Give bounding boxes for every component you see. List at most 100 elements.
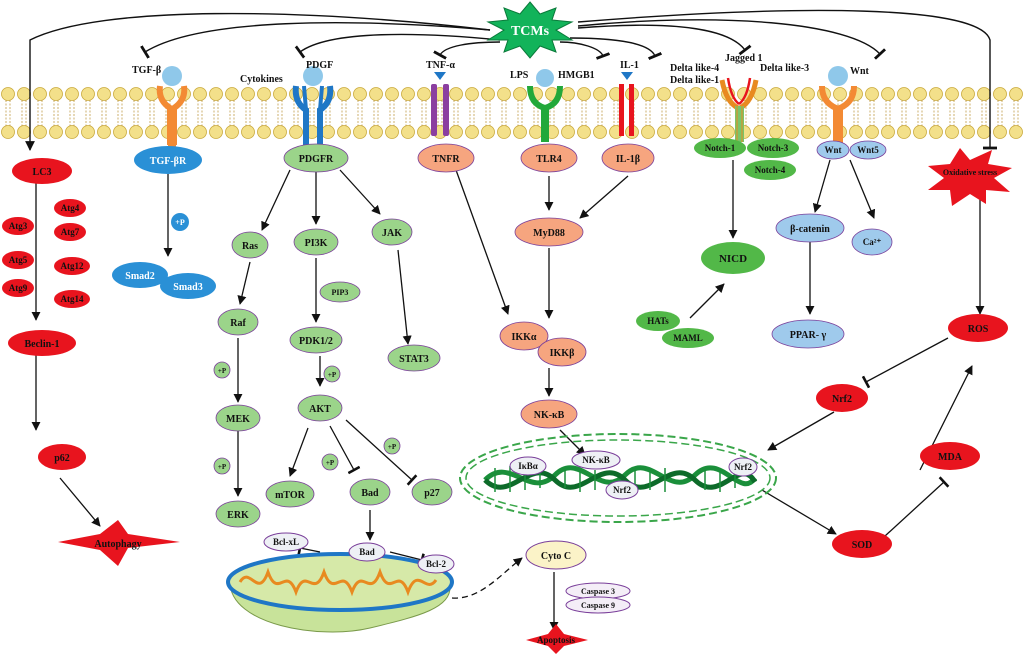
notch1-label: Notch-1: [705, 143, 736, 153]
nrf2b-label: Nrf2: [734, 462, 752, 472]
receptor-tgfb: [156, 66, 188, 148]
wnt-label: Wnt: [824, 145, 841, 155]
dna-region: IκBα NK-κB Nrf2 Nrf2: [459, 433, 777, 523]
label-cytokines: Cytokines: [240, 74, 283, 85]
ros-label: ROS: [968, 324, 989, 335]
ikkb-label: IKKβ: [550, 348, 575, 359]
label-tgfb: TGF-β: [132, 65, 161, 76]
casp9-label: Caspase 9: [581, 601, 615, 610]
cell-membrane: [0, 86, 1024, 146]
receptor-tlr4: [527, 69, 563, 142]
tlr4-label: TLR4: [536, 154, 562, 165]
pdgfr-label: PDGFR: [299, 154, 334, 165]
p62-label: p62: [54, 453, 70, 464]
stress-label: Oxidative stress: [943, 168, 997, 177]
smad3-label: Smad3: [173, 282, 202, 293]
label-jagged1: Jagged 1: [725, 53, 763, 64]
beclin-label: Beclin-1: [25, 339, 60, 350]
casp3-label: Caspase 3: [581, 587, 615, 596]
tgf-p-label: +P: [175, 218, 185, 227]
label-delta3: Delta like-3: [760, 63, 809, 74]
autophagy-group: LC3 Atg3 Atg4 Atg7 Atg5 Atg12 Atg9 Atg14…: [2, 158, 180, 566]
receptor-pdgf: [292, 66, 334, 148]
akt-label: AKT: [309, 404, 331, 415]
ras-label: Ras: [242, 241, 258, 252]
bcat-label: β-catenin: [790, 224, 830, 235]
atg7-label: Atg7: [61, 227, 80, 237]
p3-label: +P: [388, 443, 397, 451]
nkkb-label: NK-κB: [534, 410, 565, 421]
nfkb-group: [417, 143, 655, 429]
pdgfr-group: [213, 143, 453, 528]
tcms-node: TCMs: [486, 1, 574, 59]
label-hmgb1: HMGB1: [558, 70, 595, 81]
label-wnt: Wnt: [850, 66, 870, 77]
mitochondrion: Bcl-xL Bad Bcl-2: [226, 532, 455, 633]
receptor-il1: [619, 72, 634, 136]
mito-bad-label: Bad: [359, 547, 375, 557]
atg5-label: Atg5: [9, 255, 28, 265]
label-tnfa: TNF-α: [426, 60, 455, 71]
smad2-label: Smad2: [125, 271, 154, 282]
tgf-group: TGF-βR +P Smad2 Smad3: [112, 146, 216, 299]
p1-label: +P: [218, 367, 227, 375]
receptor-wnt: [819, 66, 857, 146]
label-lps: LPS: [510, 70, 529, 81]
jak-label: JAK: [382, 228, 402, 239]
sod-label: SOD: [852, 540, 873, 551]
wnt5-label: Wnt5: [857, 145, 879, 155]
tnfr-label: TNFR: [432, 154, 460, 165]
p4-label: +P: [326, 459, 335, 467]
tcms-label: TCMs: [511, 24, 550, 39]
wnt-group: [771, 140, 893, 349]
atg12-label: Atg12: [61, 261, 84, 271]
p27-label: p27: [424, 488, 440, 499]
bcl2-label: Bcl-2: [426, 559, 446, 569]
label-delta1: Delta like-1: [670, 75, 719, 86]
arrows: [31, 159, 985, 631]
pi3k-label: PI3K: [305, 238, 328, 249]
receptor-notch: [719, 77, 759, 142]
hats-label: HATs: [647, 316, 669, 326]
nicd-label: NICD: [719, 253, 747, 265]
cytoc-label: Cyto C: [541, 551, 571, 562]
dna-nfkb-label: NK-κB: [582, 455, 610, 465]
mtor-label: mTOR: [275, 490, 306, 501]
myd88-label: MyD88: [533, 228, 565, 239]
erk-label: ERK: [227, 510, 249, 521]
label-il1: IL-1: [620, 60, 639, 71]
notch3-label: Notch-3: [758, 143, 789, 153]
nrf2-label: Nrf2: [832, 394, 852, 405]
maml-label: MAML: [673, 333, 703, 343]
mda-label: MDA: [938, 452, 963, 463]
oxidative-group: Oxidative stress ROS Nrf2 MDA SOD: [816, 148, 1012, 558]
atg14-label: Atg14: [61, 294, 84, 304]
il1b-label: IL-1β: [616, 154, 640, 165]
pip3-label: PIP3: [332, 288, 349, 297]
tgfbr-label: TGF-βR: [150, 156, 187, 167]
ikba-label: IκBα: [518, 461, 538, 471]
lc3-label: LC3: [33, 167, 52, 178]
apoptosis-group: Cyto C Caspase 3 Caspase 9 Apoptosis: [525, 540, 631, 654]
apoptosis-label: Apoptosis: [537, 635, 576, 645]
stat3-label: STAT3: [399, 354, 429, 365]
ikka-label: IKKα: [511, 332, 536, 343]
receptor-tnfr: [431, 72, 449, 136]
p5-label: +P: [218, 463, 227, 471]
bad1-label: Bad: [361, 488, 379, 499]
tcm-arcs: [25, 9, 997, 151]
pdk-label: PDK1/2: [299, 336, 333, 347]
ppar-label: PPAR- γ: [790, 330, 827, 341]
label-delta4: Delta like-4: [670, 63, 719, 74]
nrf2a-label: Nrf2: [613, 485, 631, 495]
bclxl-label: Bcl-xL: [273, 537, 299, 547]
atg3-label: Atg3: [9, 221, 28, 231]
label-pdgf: PDGF: [306, 60, 333, 71]
mek-label: MEK: [226, 414, 250, 425]
notch-group: [636, 138, 799, 348]
p2-label: +P: [328, 371, 337, 379]
atg9-label: Atg9: [9, 283, 28, 293]
notch4-label: Notch-4: [755, 165, 786, 175]
